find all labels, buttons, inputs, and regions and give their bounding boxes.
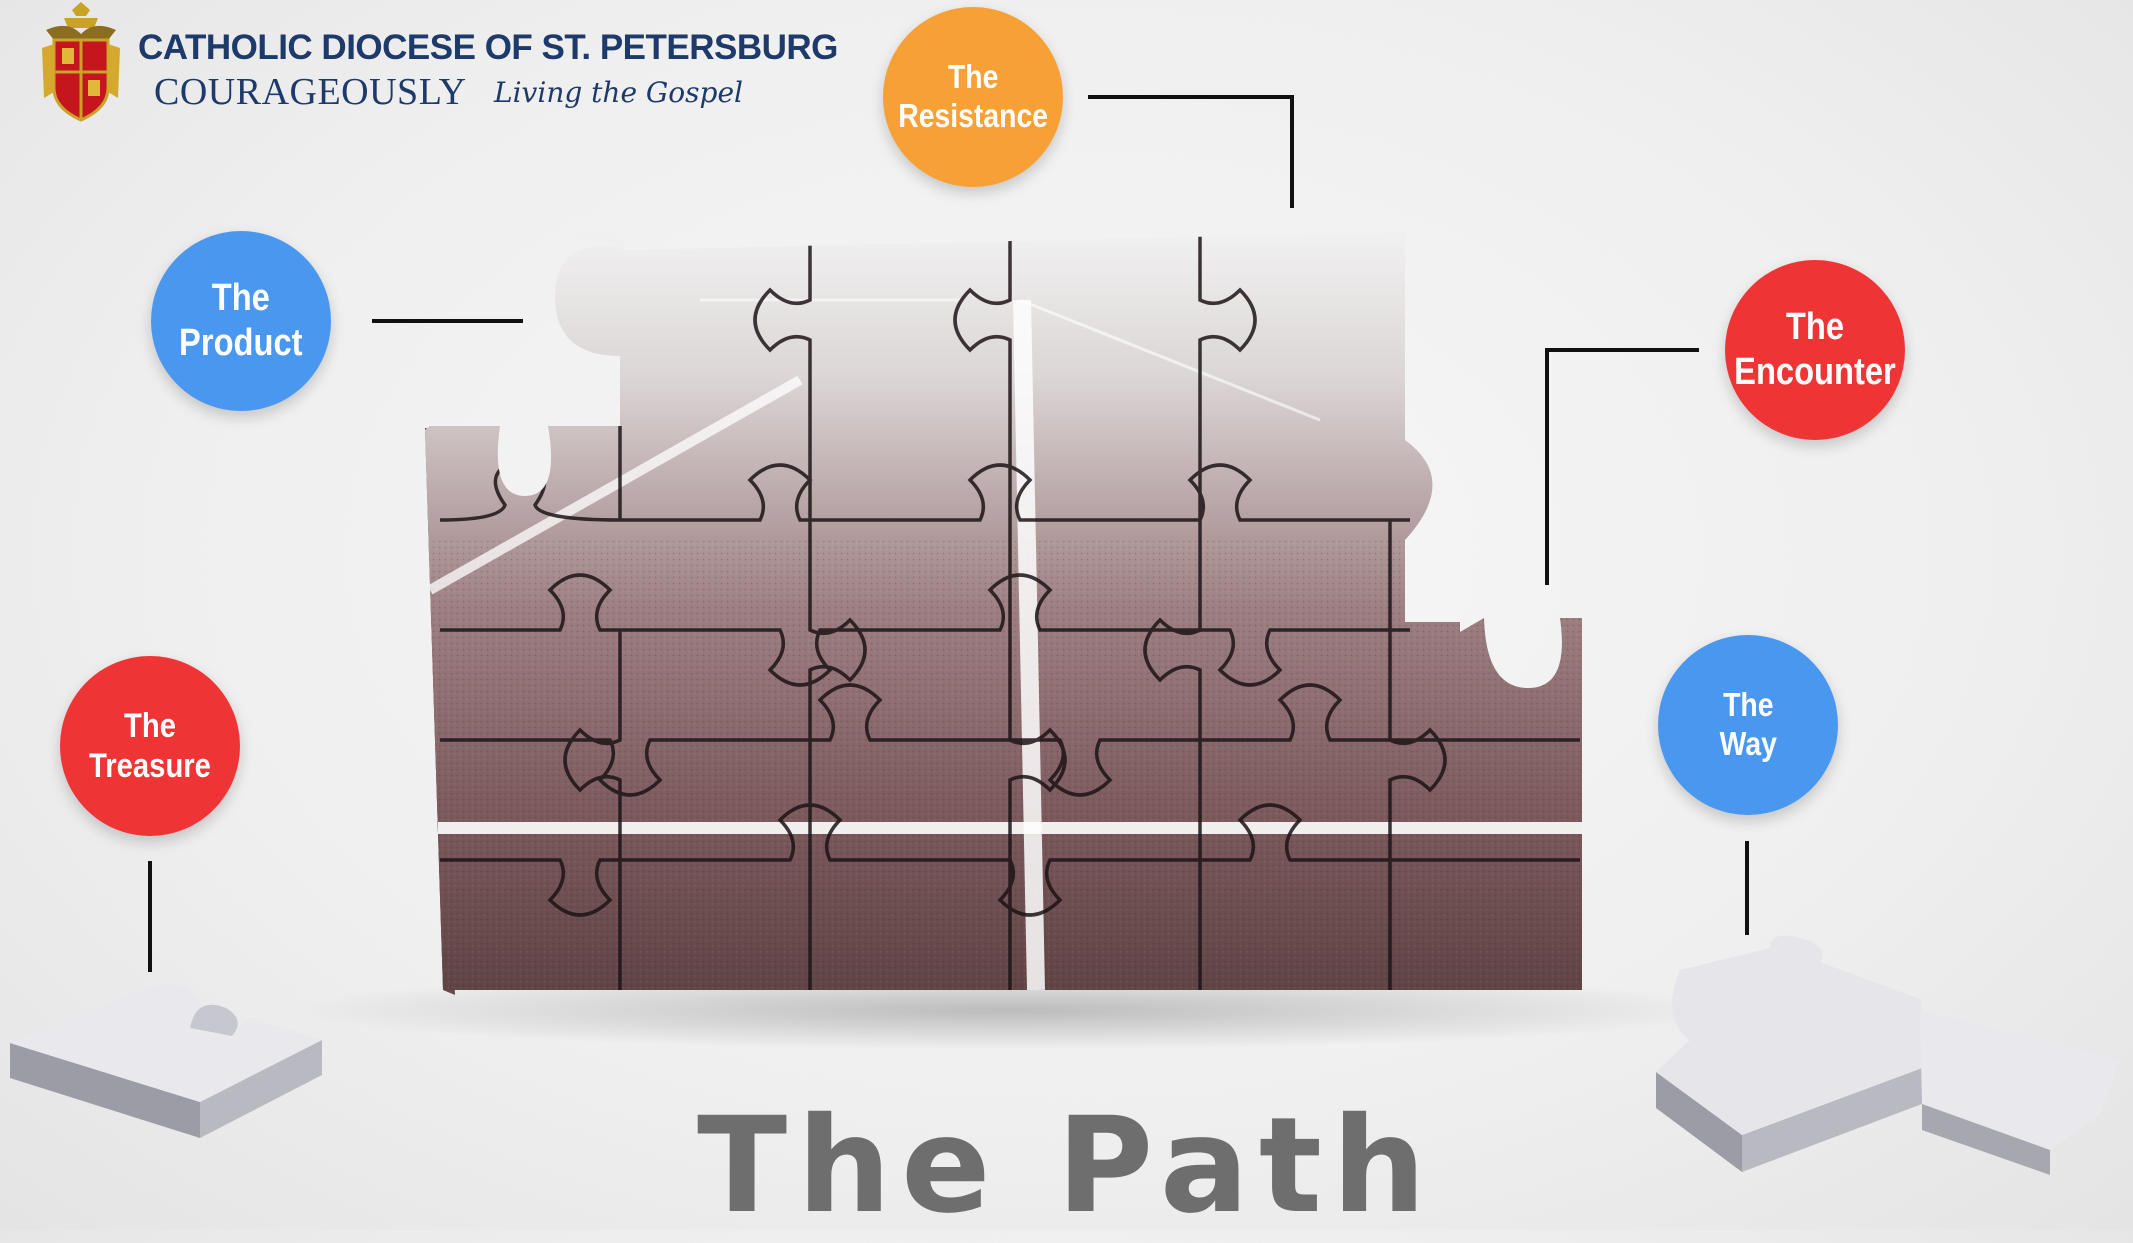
connector-encounter: [1545, 348, 1699, 585]
puzzle-piece-icon: [10, 983, 322, 1138]
connector-lines: [148, 95, 1749, 972]
puzzle-wall: [425, 232, 1582, 990]
coat-of-arms-icon: [42, 2, 120, 122]
node-encounter: The Encounter: [1725, 260, 1905, 440]
node-resistance: The Resistance: [883, 7, 1063, 187]
node-treasure: The Treasure: [60, 656, 240, 836]
diocese-logo: CATHOLIC DIOCESE OF ST. PETERSBURG COURA…: [38, 0, 838, 130]
puzzle-piece-icon: [1656, 935, 2120, 1175]
connector-resistance: [1088, 95, 1294, 208]
logo-tagline-script: Living the Gospel: [494, 76, 743, 109]
node-product: The Product: [151, 231, 331, 411]
node-resistance-label: The Resistance: [898, 58, 1048, 134]
node-way-label: The Way: [1719, 686, 1777, 762]
diagram-title: The Path: [697, 1089, 1436, 1243]
logo-diocese-name: CATHOLIC DIOCESE OF ST. PETERSBURG: [138, 28, 838, 67]
node-encounter-label: The Encounter: [1734, 306, 1896, 393]
node-product-label: The Product: [179, 277, 303, 364]
node-treasure-label: The Treasure: [89, 706, 211, 785]
node-way: The Way: [1658, 635, 1838, 815]
logo-tagline-main: COURAGEOUSLY: [154, 71, 467, 113]
